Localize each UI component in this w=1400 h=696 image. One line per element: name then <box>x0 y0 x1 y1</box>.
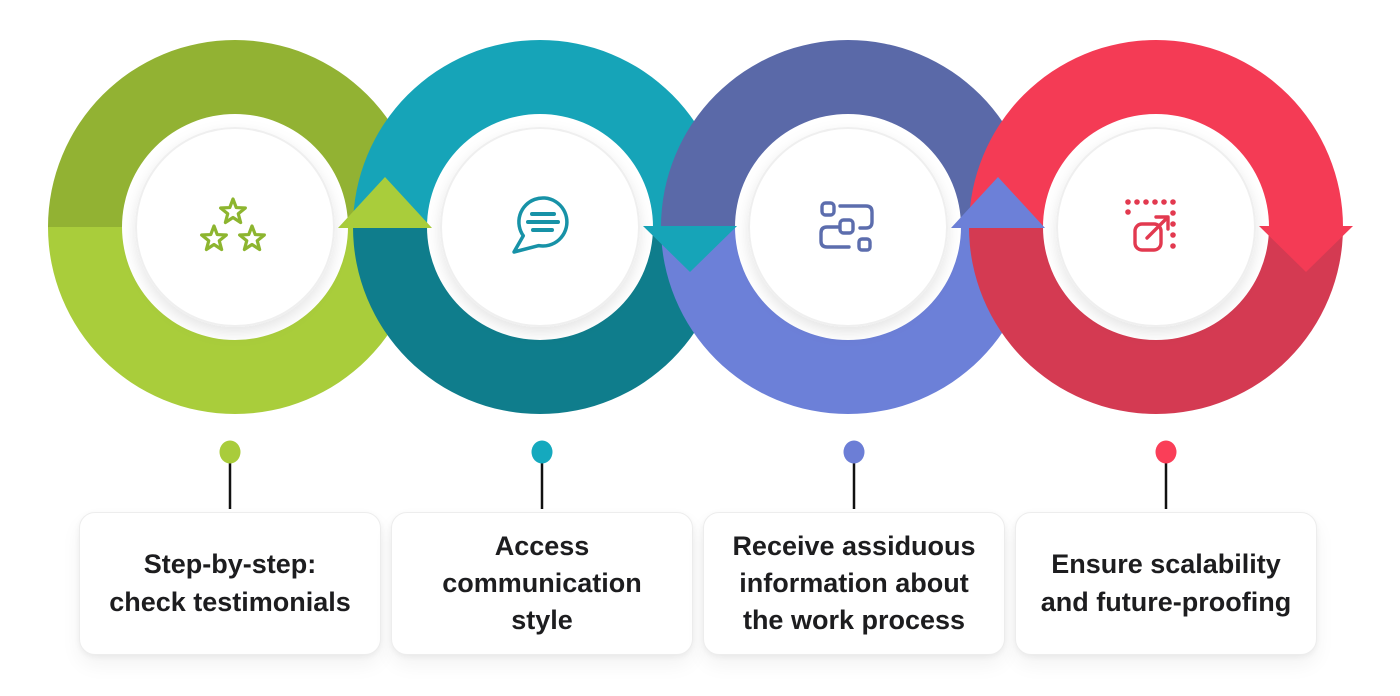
step-2-dot <box>531 440 553 464</box>
chat-bubble-icon <box>512 196 569 254</box>
step-1-ring-bottom <box>48 227 422 414</box>
step-4-ring-top <box>969 40 1343 227</box>
workflow-blocks-icon <box>819 201 874 252</box>
step-4-flow-arrow-down <box>1259 226 1353 272</box>
step-1-card: Step-by-step: check testimonials <box>79 512 381 655</box>
step-3-connector <box>843 440 865 509</box>
step-2-flow-arrow-down <box>643 226 737 272</box>
step-1-ring-top <box>48 40 422 227</box>
step-2-connector <box>531 440 553 509</box>
diagram-svg <box>48 40 1353 509</box>
step-1-connector <box>219 440 241 509</box>
step-3-disc <box>748 127 948 327</box>
step-1-flow-arrow-up <box>338 177 432 228</box>
step-4-card: Ensure scalability and future-proofing <box>1015 512 1317 655</box>
step-2-label: Access communication style <box>442 530 642 636</box>
step-3-ring-top <box>661 40 1035 227</box>
step-4-label: Ensure scalability and future-proofing <box>1040 549 1292 617</box>
step-3-card: Receive assiduous information about the … <box>703 512 1005 655</box>
step-4-ring-bottom <box>969 227 1343 414</box>
step-2-ring <box>353 40 727 414</box>
step-2-ring-top <box>353 40 727 227</box>
step-2-disc <box>440 127 640 327</box>
step-1-label: Step-by-step: check testimonials <box>109 549 351 617</box>
step-1-dot <box>219 440 241 464</box>
step-4-dot <box>1155 440 1177 464</box>
step-1-disc <box>135 127 335 327</box>
step-3-ring <box>661 40 1035 414</box>
step-3-dot <box>843 440 865 464</box>
step-2-card: Access communication style <box>391 512 693 655</box>
step-2-ring-bottom <box>353 227 727 414</box>
step-3-ring-bottom <box>661 227 1035 414</box>
step-1-ring <box>48 40 422 414</box>
step-4-connector <box>1155 440 1177 509</box>
scale-up-icon-dots <box>1125 199 1176 249</box>
scale-up-icon <box>1125 199 1176 252</box>
step-4-ring <box>969 40 1343 414</box>
step-3-label: Receive assiduous information about the … <box>732 530 976 636</box>
step-3-flow-arrow-up <box>951 177 1045 228</box>
